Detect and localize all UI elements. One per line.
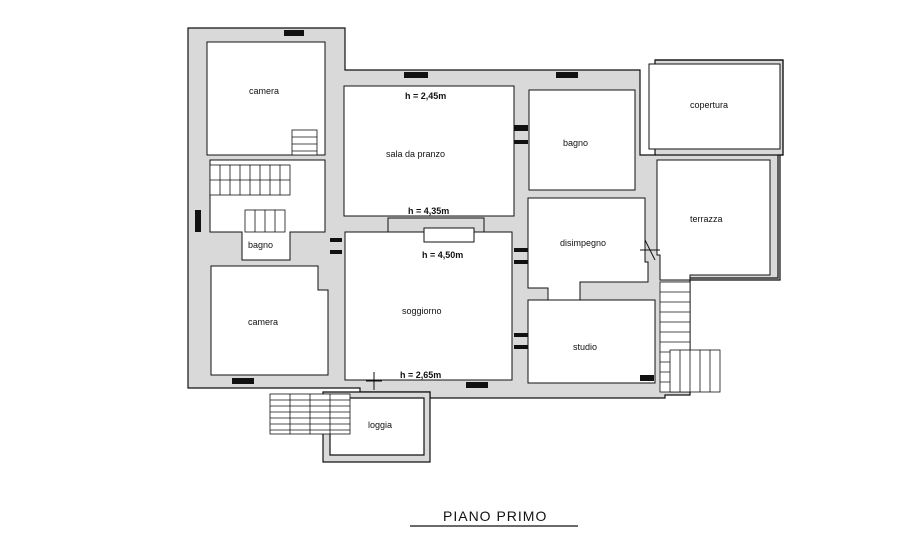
height-soggiorno-bottom: h = 2,65m [400,370,441,380]
label-studio: studio [573,342,597,352]
label-copertura: copertura [690,100,728,110]
label-bagno-left: bagno [248,240,273,250]
label-bagno-top: bagno [563,138,588,148]
room-labels: camera sala da pranzo bagno copertura te… [248,86,728,430]
room-studio [527,299,656,384]
door-swings [366,239,660,390]
caption-text: PIANO PRIMO [443,508,547,524]
label-loggia: loggia [368,420,392,430]
room-bagno-top [528,89,636,191]
height-sala-top: h = 2,45m [405,91,446,101]
height-annotations: h = 2,45m h = 4,35m h = 4,50m h = 2,65m [400,91,463,380]
height-soggiorno-top: h = 4,50m [422,250,463,260]
label-disimpegno: disimpegno [560,238,606,248]
room-copertura [648,63,781,150]
label-sala-da-pranzo: sala da pranzo [386,149,445,159]
stairs-loggia [269,393,351,435]
stairs-right [659,281,721,393]
central-partition [387,217,485,243]
label-terrazza: terrazza [690,214,723,224]
terrace-frame [655,59,784,279]
room-camera-bottom [210,265,329,376]
room-sala-da-pranzo [343,85,515,217]
label-soggiorno: soggiorno [402,306,442,316]
label-camera-top: camera [249,86,279,96]
room-terrazza [656,159,771,281]
height-sala-bottom: h = 4,35m [408,206,449,216]
plan-caption: PIANO PRIMO [410,508,578,527]
label-camera-bottom: camera [248,317,278,327]
stairs-internal [209,129,318,233]
window-markers [195,30,654,388]
room-interiors [206,41,781,384]
